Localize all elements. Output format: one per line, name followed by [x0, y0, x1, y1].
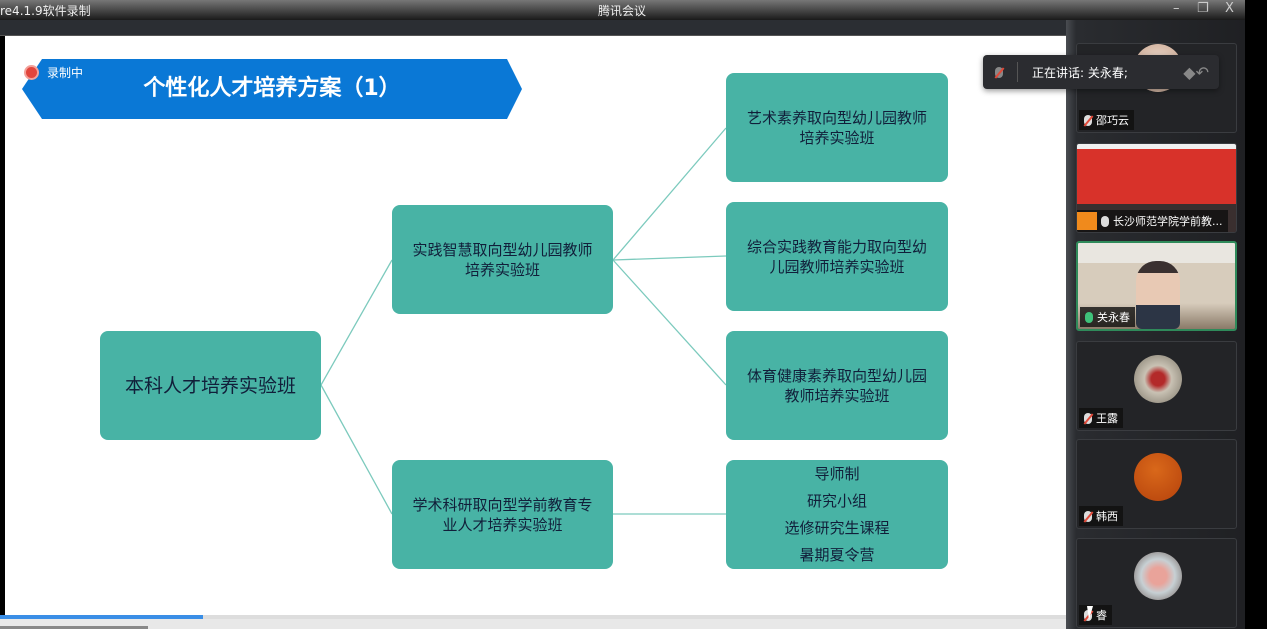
mic-speaking-icon — [1085, 311, 1093, 323]
recording-indicator: 录制中 — [26, 64, 83, 81]
mic-icon — [1101, 215, 1109, 227]
participant-name: 韩西 — [1096, 510, 1118, 523]
node-line: 培养实验班 — [464, 260, 540, 279]
leaf-node: 体育健康素养取向型幼儿园教师培养实验班 — [726, 331, 948, 440]
screen-edge — [1245, 0, 1267, 629]
node-line: 培养实验班 — [799, 128, 875, 147]
mic-muted-icon — [1084, 114, 1092, 126]
progress-fill — [0, 615, 203, 619]
restore-button[interactable]: ❐ — [1197, 1, 1209, 16]
mid-node: 实践智慧取向型幼儿园教师培养实验班 — [392, 205, 613, 314]
node-line: 业人才培养实验班 — [442, 515, 563, 534]
speaking-notification: 正在讲话: 关永春; ◆↶ — [983, 55, 1219, 89]
mic-muted-icon — [995, 66, 1003, 78]
mic-muted-icon — [1084, 510, 1092, 522]
app-title: 腾讯会议 — [598, 4, 647, 18]
node-line: 学术科研取向型学前教育专 — [412, 495, 593, 514]
connector-line — [320, 384, 393, 515]
participant-tile[interactable]: 长沙师范学院学前教... — [1076, 143, 1237, 233]
connector-line — [612, 127, 727, 261]
node-line: 教师培养实验班 — [784, 386, 890, 405]
mic-muted-icon — [1084, 412, 1092, 424]
leaf-node: 综合实践教育能力取向型幼儿园教师培养实验班 — [726, 202, 948, 311]
participant-name: 长沙师范学院学前教... — [1113, 215, 1223, 228]
leaf-node: 艺术素养取向型幼儿园教师培养实验班 — [726, 73, 948, 182]
participant-name: 邵巧云 — [1096, 114, 1129, 127]
node-line: 综合实践教育能力取向型幼 — [746, 237, 927, 256]
recorder-title: re4.1.9软件录制 — [0, 4, 91, 18]
node-line: 体育健康素养取向型幼儿园 — [746, 366, 927, 385]
name-tag: 长沙师范学院学前教... — [1077, 210, 1228, 232]
name-tag: 王露 — [1079, 408, 1123, 428]
name-tag: 关永春 — [1080, 307, 1135, 327]
slide-title: 个性化人才培养方案（1） — [143, 76, 401, 101]
title-bar: re4.1.9软件录制 腾讯会议 – ❐ X — [0, 0, 1267, 20]
playback-progress[interactable] — [0, 615, 1066, 619]
name-tag: 韩西 — [1079, 506, 1123, 526]
recording-label: 录制中 — [47, 66, 84, 80]
connector-lines — [320, 127, 727, 515]
connector-line — [612, 259, 727, 386]
user-icon — [1077, 212, 1097, 230]
meeting-toolbar — [0, 20, 1245, 36]
node-line: 实践智慧取向型幼儿园教师 — [412, 240, 593, 259]
list-item: 选修研究生课程 — [784, 518, 890, 537]
avatar — [1134, 552, 1182, 600]
avatar — [1134, 453, 1182, 501]
participant-name: 睿 — [1096, 609, 1107, 622]
list-item: 暑期夏令营 — [799, 545, 875, 564]
node-line: 艺术素养取向型幼儿园教师 — [746, 108, 927, 127]
speaking-text: 正在讲话: 关永春; — [1032, 65, 1128, 80]
connector-line — [612, 255, 727, 261]
participant-tile[interactable]: 韩西 — [1076, 439, 1237, 529]
participant-name: 王露 — [1096, 412, 1118, 425]
node-line: 儿园教师培养实验班 — [769, 257, 905, 276]
close-button[interactable]: X — [1225, 1, 1234, 16]
slide-title-banner: 个性化人才培养方案（1） — [22, 59, 522, 119]
list-item: 研究小组 — [806, 491, 867, 510]
leaf-list-node: 导师制 研究小组 选修研究生课程 暑期夏令营 — [726, 460, 948, 569]
root-node: 本科人才培养实验班 — [100, 331, 321, 440]
participant-tile[interactable]: 王露 — [1076, 341, 1237, 431]
horizontal-scrollbar[interactable] — [0, 619, 1066, 629]
avatar — [1134, 355, 1182, 403]
root-node-label: 本科人才培养实验班 — [124, 374, 296, 397]
connector-line — [320, 259, 393, 386]
speaker-figure — [1136, 261, 1180, 329]
name-tag: 睿 — [1079, 605, 1112, 625]
participant-tile[interactable]: 睿 — [1076, 538, 1237, 628]
mic-muted-icon — [1084, 609, 1092, 621]
divider — [1017, 62, 1018, 82]
mid-node: 学术科研取向型学前教育专业人才培养实验班 — [392, 460, 613, 569]
participant-name: 关永春 — [1097, 311, 1130, 324]
share-icon[interactable]: ◆↶ — [1183, 62, 1209, 82]
record-dot-icon — [26, 67, 37, 78]
name-tag: 邵巧云 — [1079, 110, 1134, 130]
list-item: 导师制 — [814, 464, 860, 483]
scrollbar-thumb[interactable] — [0, 626, 148, 629]
participant-tile[interactable]: 关永春 — [1076, 241, 1237, 331]
minimize-button[interactable]: – — [1173, 1, 1180, 16]
